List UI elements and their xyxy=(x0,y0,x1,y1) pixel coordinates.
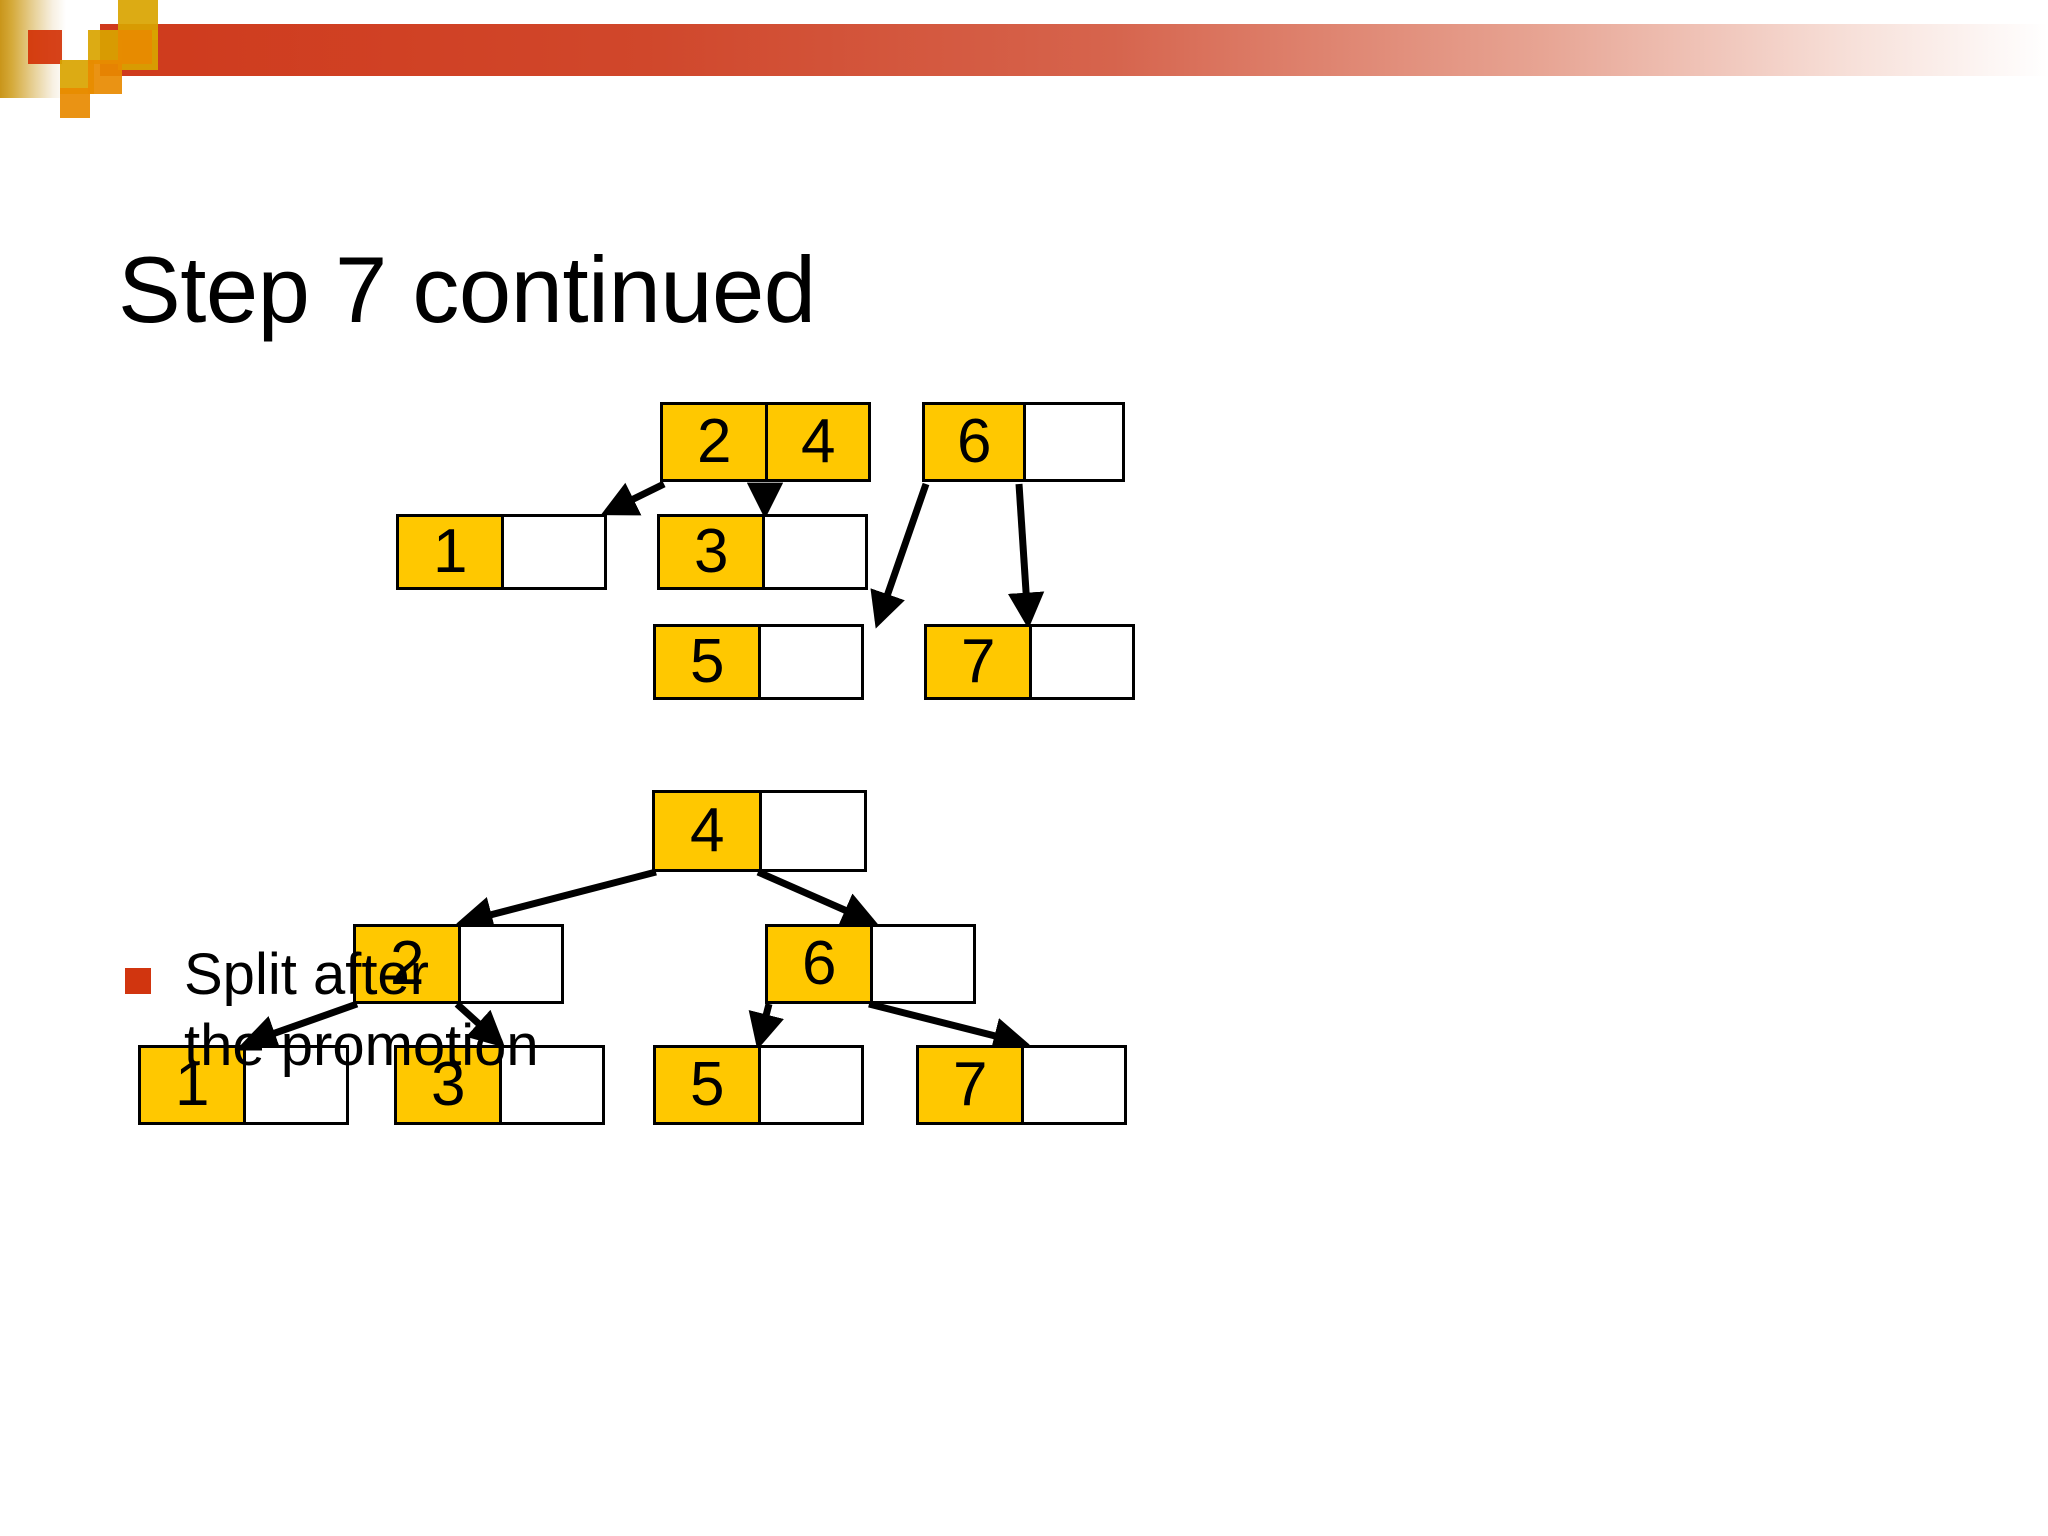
node-3: 3 xyxy=(394,1045,605,1125)
edge-6-to-7 xyxy=(868,1000,1030,1054)
edge-6-to-5 xyxy=(748,1003,784,1050)
node-key-cell: 3 xyxy=(660,517,763,587)
node-3: 3 xyxy=(657,514,868,590)
node-key-cell: 1 xyxy=(399,517,502,587)
header-gradient-band xyxy=(100,24,2048,76)
edge-6-to-7 xyxy=(1007,483,1045,629)
node-key-cell: 7 xyxy=(927,627,1030,697)
header-decoration xyxy=(0,0,2048,130)
red-square-left xyxy=(28,30,62,64)
node-2: 2 xyxy=(353,924,564,1004)
node-key-cell: 5 xyxy=(656,627,759,697)
edge-4-to-2 xyxy=(456,868,657,933)
node-key-cell: 2 xyxy=(663,405,766,479)
node-empty-cell xyxy=(759,793,864,869)
node-key-cell: 5 xyxy=(656,1048,759,1122)
node-6: 6 xyxy=(765,924,976,1004)
node-6: 6 xyxy=(922,402,1125,482)
node-empty-cell xyxy=(870,927,973,1001)
node-key-cell: 4 xyxy=(765,405,868,479)
orange-square-lower xyxy=(88,60,122,94)
page-title: Step 7 continued xyxy=(118,236,816,342)
node-empty-cell xyxy=(243,1048,346,1122)
node-key-cell: 6 xyxy=(768,927,871,1001)
node-key-cell: 2 xyxy=(356,927,459,1001)
node-empty-cell xyxy=(499,1048,602,1122)
node-empty-cell xyxy=(1029,627,1132,697)
bullet-list: Split after the promotion xyxy=(125,940,539,1082)
node-empty-cell xyxy=(758,627,861,697)
bullet-item-label: Split after the promotion xyxy=(184,942,539,1078)
node-4: 4 xyxy=(652,790,867,872)
gold-square-mid xyxy=(88,30,122,64)
edge-2-to-1 xyxy=(600,480,666,516)
orange-square-mid xyxy=(118,30,152,64)
node-1: 1 xyxy=(396,514,607,590)
node-empty-cell xyxy=(1023,405,1122,479)
node-empty-cell xyxy=(501,517,604,587)
node-key-cell: 4 xyxy=(655,793,760,869)
node-7: 7 xyxy=(916,1045,1127,1125)
node-7: 7 xyxy=(924,624,1135,700)
node-empty-cell xyxy=(1021,1048,1124,1122)
node-key-cell: 6 xyxy=(925,405,1024,479)
node-5: 5 xyxy=(653,1045,864,1125)
node-empty-cell xyxy=(458,927,561,1001)
edge-6-to-5 xyxy=(870,482,930,629)
orange-square-bottom xyxy=(60,88,90,118)
node-5: 5 xyxy=(653,624,864,700)
node-empty-cell xyxy=(762,517,865,587)
node-1: 1 xyxy=(138,1045,349,1125)
square-bullet-icon xyxy=(125,968,151,994)
node-key-cell: 7 xyxy=(919,1048,1022,1122)
edge-4-to-6 xyxy=(756,868,879,927)
node-key-cell: 3 xyxy=(397,1048,500,1122)
node-key-cell: 1 xyxy=(141,1048,244,1122)
node-empty-cell xyxy=(758,1048,861,1122)
